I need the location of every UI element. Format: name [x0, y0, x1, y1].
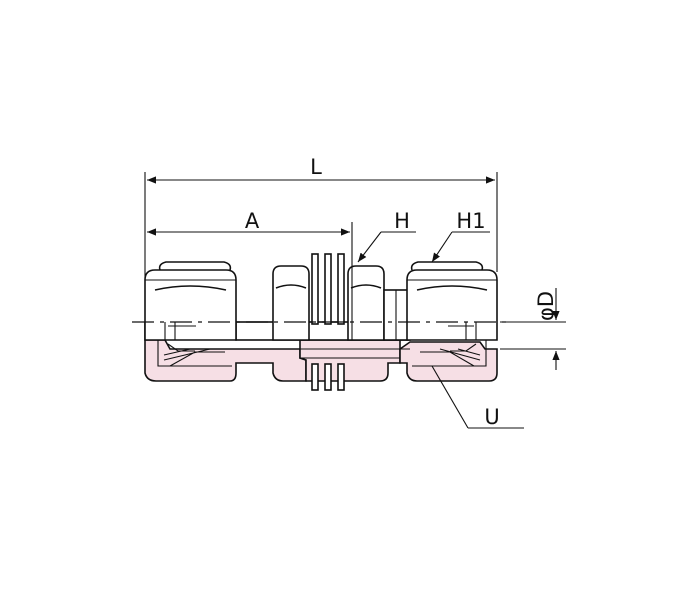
- label-A: A: [245, 209, 260, 233]
- fin-1: [311, 253, 319, 325]
- dimension-phiD: φD: [500, 288, 566, 370]
- body-right-hex: [347, 265, 385, 341]
- outline-upper-half: [144, 253, 498, 341]
- label-H: H: [394, 209, 410, 233]
- label-U: U: [484, 405, 499, 429]
- dimension-A: A: [147, 209, 353, 262]
- right-nut-section: [399, 341, 498, 382]
- label-L: L: [310, 155, 322, 179]
- label-phiD: φD: [534, 291, 558, 321]
- leader-H1: H1: [431, 209, 490, 263]
- leader-H: H: [357, 209, 416, 263]
- section-lower-half: [144, 322, 498, 391]
- leader-U: U: [431, 365, 524, 429]
- body-left-hex: [272, 265, 310, 341]
- fin-3: [337, 253, 345, 325]
- label-H1: H1: [456, 209, 485, 233]
- fin-2: [324, 253, 332, 325]
- dimension-L: L: [144, 155, 498, 280]
